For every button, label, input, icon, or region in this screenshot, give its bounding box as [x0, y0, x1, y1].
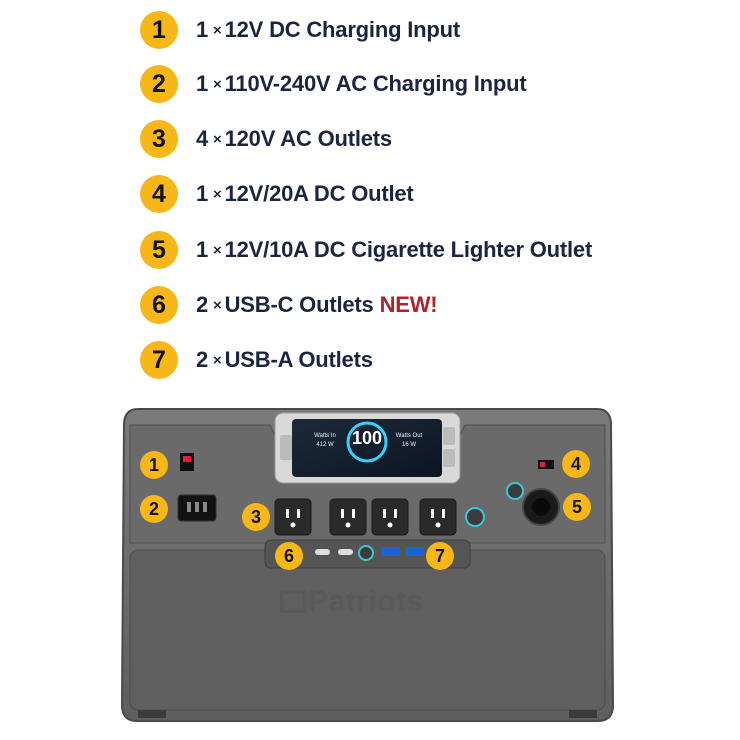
- device-body-graphic: [120, 408, 615, 722]
- brand-name: Patriots: [308, 585, 424, 618]
- new-tag: NEW!: [379, 292, 438, 317]
- brand-mark-icon: [280, 591, 306, 613]
- feature-number-badge: 2: [140, 65, 178, 103]
- watts-in-value: 412 W: [316, 442, 334, 448]
- feature-label: 12V/10A DC Cigarette Lighter Outlet: [224, 237, 593, 262]
- brand-logo: Patriots: [280, 585, 424, 619]
- feature-text: 1×110V-240V AC Charging Input: [196, 71, 527, 97]
- callout-5: 5: [563, 493, 591, 521]
- feature-number-badge: 7: [140, 341, 178, 379]
- callout-6: 6: [275, 542, 303, 570]
- feature-text: 1×12V/10A DC Cigarette Lighter Outlet: [196, 237, 592, 263]
- callout-1: 1: [140, 451, 168, 479]
- feature-text: 2×USB-A Outlets: [196, 347, 373, 373]
- feature-label: USB-A Outlets: [224, 347, 373, 372]
- callout-4: 4: [562, 450, 590, 478]
- power-station-device: 100 Watts In 412 W Watts Out 16 W Patrio…: [120, 405, 615, 725]
- feature-label: USB-C Outlets: [224, 292, 374, 317]
- feature-item-1: 1 1×12V DC Charging Input: [140, 10, 460, 50]
- callout-3: 3: [242, 503, 270, 531]
- times-sign: ×: [213, 131, 222, 148]
- watts-in-label: Watts In: [314, 433, 336, 439]
- callout-7: 7: [426, 542, 454, 570]
- feature-number-badge: 6: [140, 286, 178, 324]
- feature-quantity: 2: [196, 347, 209, 372]
- feature-label: 110V-240V AC Charging Input: [224, 71, 527, 96]
- feature-number-badge: 1: [140, 11, 178, 49]
- feature-quantity: 1: [196, 237, 209, 262]
- watts-out-value: 16 W: [401, 442, 416, 448]
- feature-quantity: 1: [196, 17, 209, 42]
- feature-quantity: 2: [196, 292, 209, 317]
- feature-number-badge: 5: [140, 231, 178, 269]
- feature-label: 12V/20A DC Outlet: [224, 181, 414, 206]
- times-sign: ×: [213, 297, 222, 314]
- battery-percentage: 100: [351, 428, 383, 448]
- feature-text: 1×12V DC Charging Input: [196, 17, 460, 43]
- times-sign: ×: [213, 242, 222, 259]
- feature-label: 12V DC Charging Input: [224, 17, 461, 42]
- feature-item-5: 5 1×12V/10A DC Cigarette Lighter Outlet: [140, 230, 592, 270]
- feature-text: 1×12V/20A DC Outlet: [196, 181, 414, 207]
- callout-2: 2: [140, 495, 168, 523]
- feature-label: 120V AC Outlets: [224, 126, 393, 151]
- feature-number-badge: 4: [140, 175, 178, 213]
- feature-quantity: 4: [196, 126, 209, 151]
- feature-item-7: 7 2×USB-A Outlets: [140, 340, 373, 380]
- watts-out-label: Watts Out: [395, 433, 423, 439]
- times-sign: ×: [213, 352, 222, 369]
- feature-number-badge: 3: [140, 120, 178, 158]
- feature-text: 4×120V AC Outlets: [196, 126, 392, 152]
- times-sign: ×: [213, 76, 222, 93]
- times-sign: ×: [213, 22, 222, 39]
- feature-quantity: 1: [196, 181, 209, 206]
- feature-item-4: 4 1×12V/20A DC Outlet: [140, 174, 414, 214]
- times-sign: ×: [213, 186, 222, 203]
- feature-quantity: 1: [196, 71, 209, 96]
- feature-item-2: 2 1×110V-240V AC Charging Input: [140, 64, 527, 104]
- feature-item-3: 3 4×120V AC Outlets: [140, 119, 392, 159]
